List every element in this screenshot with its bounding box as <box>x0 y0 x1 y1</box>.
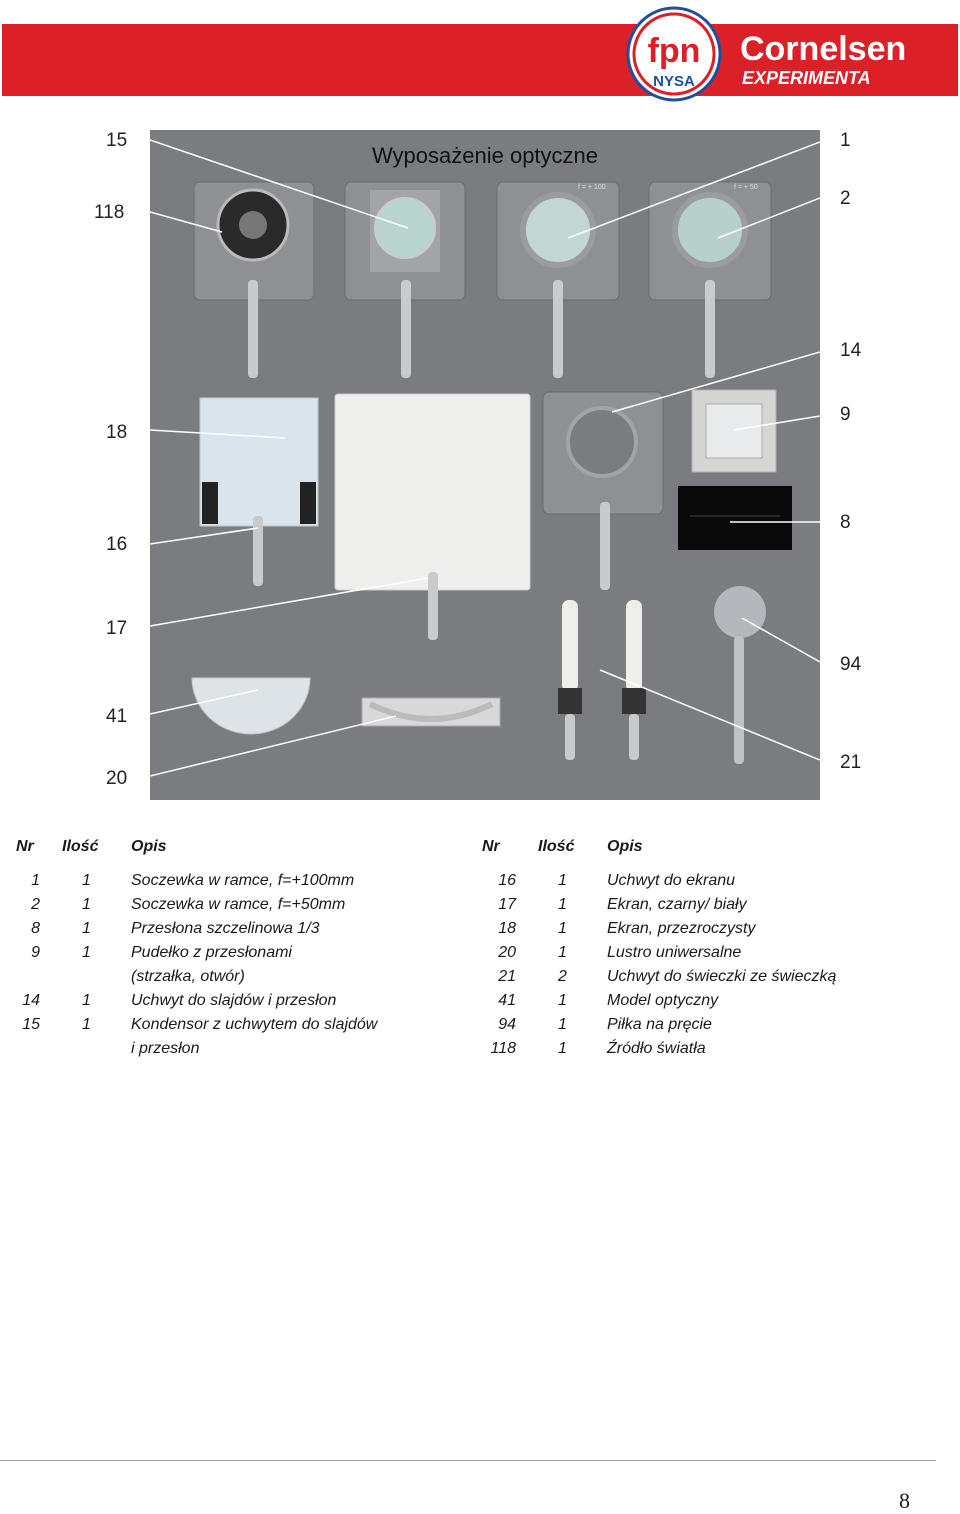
cornelsen-name: Cornelsen <box>740 30 906 68</box>
row-opis: (strzałka, otwór) <box>131 968 245 985</box>
row-ilosc: 1 <box>558 992 567 1009</box>
callout-94: 94 <box>840 654 862 675</box>
row-nr: 41 <box>498 992 516 1009</box>
transparent-screen <box>199 397 319 586</box>
row-ilosc: 1 <box>82 896 91 913</box>
row-opis: i przesłon <box>131 1040 200 1057</box>
row-opis: Ekran, czarny/ biały <box>607 896 747 913</box>
row-opis: Model optyczny <box>607 992 719 1009</box>
row-ilosc: 1 <box>82 1016 91 1033</box>
header-nr: Nr <box>482 838 500 855</box>
lens-f100-holder: f = + 100 <box>496 181 620 378</box>
header-opis: Opis <box>131 838 167 855</box>
lens-mark-f50: f = + 50 <box>734 184 758 191</box>
candle-holder-2 <box>622 600 646 760</box>
callout-118: 118 <box>94 202 125 223</box>
cornelsen-logo: Cornelsen EXPERIMENTA <box>734 26 955 94</box>
callout-17: 17 <box>106 618 128 639</box>
callout-21: 21 <box>840 752 862 773</box>
row-nr: 14 <box>22 992 40 1009</box>
lens-f50-holder: f = + 50 <box>648 181 772 378</box>
callout-41: 41 <box>106 706 128 727</box>
row-nr: 16 <box>498 872 516 889</box>
page-number: 8 <box>899 1488 910 1513</box>
row-opis: Soczewka w ramce, f=+100mm <box>131 872 355 889</box>
row-nr: 8 <box>31 920 40 937</box>
row-opis: Soczewka w ramce, f=+50mm <box>131 896 346 913</box>
row-opis: Lustro uniwersalne <box>607 944 742 961</box>
callout-2: 2 <box>840 188 851 209</box>
row-opis: Uchwyt do świeczki ze świeczką <box>607 968 837 985</box>
callout-lines <box>150 139 820 777</box>
callout-18: 18 <box>106 422 128 443</box>
callout-20: 20 <box>106 768 128 789</box>
fpn-nysa-logo: fpn NYSA <box>626 6 722 102</box>
footer-rule <box>0 1460 936 1461</box>
light-source-holder <box>193 181 315 378</box>
row-nr: 94 <box>498 1016 516 1033</box>
universal-mirror <box>361 697 501 727</box>
row-nr: 1 <box>31 872 40 889</box>
row-ilosc: 1 <box>82 872 91 889</box>
row-ilosc: 1 <box>82 992 91 1009</box>
row-opis: Źródło światła <box>607 1040 706 1057</box>
callout-16: 16 <box>106 534 128 555</box>
photo-title: Wyposażenie optyczne <box>372 143 598 168</box>
row-opis: Ekran, przezroczysty <box>607 920 756 937</box>
callout-9: 9 <box>840 404 851 425</box>
row-nr: 20 <box>498 944 516 961</box>
row-opis: Piłka na pręcie <box>607 1016 712 1033</box>
header-ilosc: Ilość <box>538 838 575 855</box>
row-nr: 2 <box>31 896 40 913</box>
row-opis: Pudełko z przesłonami <box>131 944 292 961</box>
callout-8: 8 <box>840 512 851 533</box>
row-ilosc: 1 <box>558 872 567 889</box>
black-white-screen <box>334 393 531 640</box>
header-ilosc: Ilość <box>62 838 99 855</box>
candle-holder-1 <box>558 600 582 760</box>
row-opis: Uchwyt do ekranu <box>607 872 736 889</box>
callout-15: 15 <box>106 130 128 151</box>
row-nr: 18 <box>498 920 516 937</box>
row-ilosc: 1 <box>558 944 567 961</box>
row-ilosc: 1 <box>558 1016 567 1033</box>
row-nr: 15 <box>22 1016 40 1033</box>
row-nr: 21 <box>498 968 516 985</box>
row-opis: Przesłona szczelinowa 1/3 <box>131 920 320 937</box>
row-nr: 17 <box>498 896 516 913</box>
row-ilosc: 1 <box>558 920 567 937</box>
nysa-city: NYSA <box>653 73 695 90</box>
row-ilosc: 1 <box>558 896 567 913</box>
slide-holder <box>542 391 664 590</box>
row-opis: Kondensor z uchwytem do slajdów <box>131 1016 378 1033</box>
header-nr: Nr <box>16 838 34 855</box>
callout-14: 14 <box>840 340 862 361</box>
row-nr: 9 <box>31 944 40 961</box>
row-ilosc: 2 <box>558 968 567 985</box>
header-opis: Opis <box>607 838 643 855</box>
condenser-holder <box>344 181 466 378</box>
fpn-letters: fpn <box>648 32 701 70</box>
row-ilosc: 1 <box>82 920 91 937</box>
row-nr: 118 <box>490 1040 516 1057</box>
equipment-photo: Wyposażenie optyczne f = + 100 f = + 50 <box>150 130 820 800</box>
slit-diaphragm <box>678 486 792 550</box>
row-opis: Uchwyt do slajdów i przesłon <box>131 992 337 1009</box>
lens-mark-f100: f = + 100 <box>578 184 606 191</box>
row-ilosc: 1 <box>82 944 91 961</box>
experimenta-sub: EXPERIMENTA <box>742 68 871 88</box>
aperture-box <box>691 389 777 473</box>
row-ilosc: 1 <box>558 1040 567 1057</box>
callout-1: 1 <box>840 130 851 151</box>
